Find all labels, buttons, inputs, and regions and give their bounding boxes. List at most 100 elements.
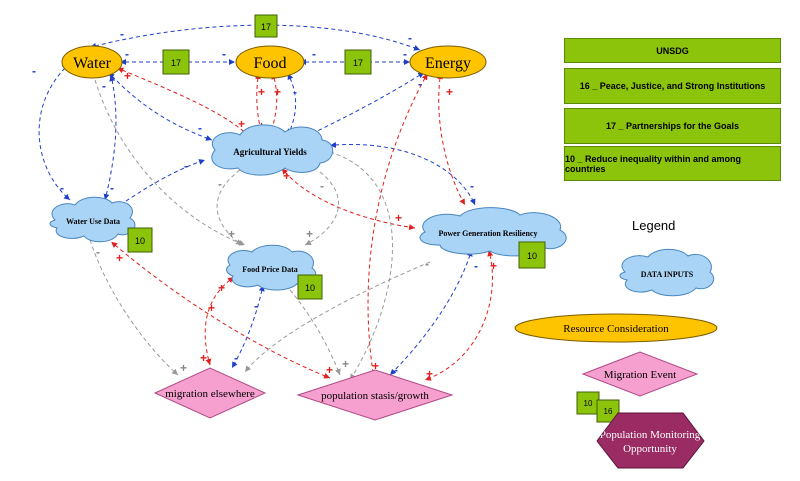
svg-text:Water: Water	[73, 55, 111, 72]
svg-text:10: 10	[584, 399, 593, 408]
svg-text:-: -	[218, 177, 222, 191]
resource-water: Water	[61, 45, 123, 79]
svg-text:-: -	[394, 363, 398, 377]
link-agyields-population-gray	[329, 151, 393, 381]
svg-text:Water Use Data: Water Use Data	[66, 217, 120, 226]
svg-text:-: -	[198, 121, 202, 135]
svg-text:-: -	[32, 64, 36, 78]
legend-title: Legend	[632, 218, 676, 233]
svg-text:+: +	[372, 359, 379, 373]
svg-text:10: 10	[305, 283, 315, 293]
svg-text:+: +	[446, 85, 453, 99]
link-water-wateruse-1	[38, 64, 71, 201]
svg-text:+: +	[326, 363, 333, 377]
link-agyields-power-red	[281, 168, 416, 231]
svg-text:-: -	[222, 47, 226, 61]
legend-badge-16: 16	[596, 399, 620, 423]
svg-text:-: -	[60, 181, 64, 195]
svg-text:10: 10	[135, 236, 145, 246]
svg-text:Food: Food	[254, 55, 287, 72]
svg-text:-: -	[425, 257, 429, 271]
badge-17-water-food: 17	[162, 49, 190, 75]
legend-migration: Migration Event	[581, 351, 699, 397]
svg-text:-: -	[312, 47, 316, 61]
svg-text:Migration Event: Migration Event	[604, 369, 676, 381]
svg-text:-: -	[110, 181, 114, 195]
svg-text:+: +	[238, 117, 245, 131]
svg-text:+: +	[180, 361, 187, 375]
svg-text:Resource Consideration: Resource Consideration	[563, 323, 669, 335]
link-food-agyields-blue	[287, 73, 297, 136]
event-migration-elsewhere: migration elsewhere	[153, 367, 267, 419]
svg-text:+: +	[274, 85, 281, 99]
connectors	[38, 24, 494, 386]
svg-text:17: 17	[171, 58, 181, 68]
svg-text:-: -	[96, 245, 100, 259]
sdg-goal-16-label: 16 _ Peace, Justice, and Strong Institut…	[579, 81, 766, 91]
badge-17-top: 17	[254, 14, 278, 38]
svg-text:+: +	[395, 211, 402, 225]
legend-resource: Resource Consideration	[514, 313, 718, 343]
svg-text:+: +	[490, 259, 497, 273]
svg-text:+: +	[228, 227, 235, 241]
link-power-population-blue	[389, 250, 473, 376]
link-wateruse-population-red	[111, 241, 331, 379]
link-agyields-power-blue	[330, 141, 476, 206]
sdg-panel-header-label: UNSDG	[656, 45, 689, 56]
svg-text:+: +	[200, 351, 207, 365]
link-foodprice-migration-red	[204, 276, 234, 366]
sdg-goal-10: 10 _ Reduce inequality within and among …	[564, 146, 781, 181]
resource-energy: Energy	[409, 45, 487, 79]
resource-food: Food	[235, 45, 305, 79]
svg-text:-: -	[320, 179, 324, 193]
svg-text:-: -	[254, 299, 258, 313]
sdg-panel-header: UNSDG	[564, 38, 781, 63]
svg-text:-: -	[408, 31, 412, 45]
sdg-goal-17: 17 _ Partnerships for the Goals	[564, 108, 781, 144]
link-water-wateruse-2	[103, 75, 117, 201]
svg-text:-: -	[293, 85, 297, 99]
link-foodprice-migration-blue	[231, 285, 265, 369]
svg-text:Food Price Data: Food Price Data	[242, 265, 298, 274]
sdg-goal-16: 16 _ Peace, Justice, and Strong Institut…	[564, 68, 781, 104]
data-agricultural-yields: Agricultural Yields	[211, 124, 334, 176]
svg-text:-: -	[470, 179, 474, 193]
badge-10-food-price: 10	[297, 274, 323, 300]
svg-text:-: -	[125, 47, 129, 61]
link-food-agyields-red2	[269, 73, 278, 136]
svg-text:population stasis/growth: population stasis/growth	[321, 390, 429, 402]
link-water-foodprice-gray	[94, 79, 246, 246]
legend-data-inputs: DATA INPUTS	[619, 248, 715, 297]
svg-text:+: +	[218, 281, 225, 295]
data-water-use: Water Use Data	[49, 196, 136, 243]
link-agyields-foodprice-gray1	[216, 169, 243, 246]
link-water-agyields-blue	[108, 72, 213, 141]
svg-text:10: 10	[527, 251, 537, 261]
sdg-goal-17-label: 17 _ Partnerships for the Goals	[605, 121, 740, 131]
badge-10-power: 10	[518, 241, 546, 269]
svg-text:-: -	[474, 259, 478, 273]
svg-text:+: +	[258, 85, 265, 99]
svg-text:16: 16	[604, 407, 613, 416]
svg-text:-: -	[184, 159, 188, 173]
svg-text:+: +	[306, 227, 313, 241]
svg-text:+: +	[116, 251, 123, 265]
svg-text:Power Generation Resiliency: Power Generation Resiliency	[439, 229, 538, 238]
svg-text:+: +	[426, 367, 433, 381]
svg-text:17: 17	[261, 22, 271, 32]
svg-text:DATA INPUTS: DATA INPUTS	[641, 270, 694, 279]
svg-text:17: 17	[353, 58, 363, 68]
svg-text:+: +	[208, 301, 215, 315]
link-energy-population-red	[367, 73, 428, 386]
svg-text:+: +	[342, 357, 349, 371]
svg-text:-: -	[403, 47, 407, 61]
svg-text:-: -	[418, 77, 422, 91]
event-population-stasis: population stasis/growth	[296, 369, 454, 421]
badge-17-food-energy: 17	[344, 49, 372, 75]
svg-text:-: -	[102, 79, 106, 93]
legend-badge-10: 10	[576, 391, 600, 415]
badge-10-water-use: 10	[127, 227, 153, 253]
link-wateruse-agyields	[115, 159, 206, 208]
